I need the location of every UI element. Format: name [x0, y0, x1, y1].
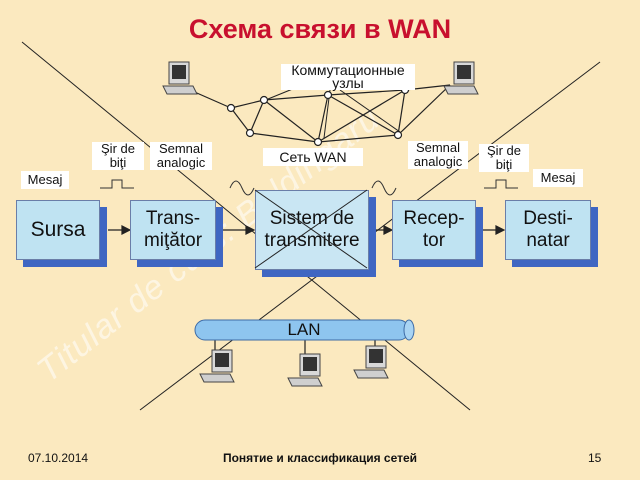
block-receptor: Recep- tor — [392, 200, 476, 260]
block-transmitator: Trans- miţător — [130, 200, 216, 260]
footer-center: Понятие и классификация сетей — [222, 451, 418, 465]
analog-wave-right — [371, 180, 397, 196]
analog-signal-label-left: Semnal analogic — [150, 142, 212, 170]
computer-icon-top-left — [162, 61, 198, 95]
mesaj-label-left: Mesaj — [21, 171, 69, 189]
footer-date: 07.10.2014 — [28, 451, 89, 465]
analog-wave-left — [229, 180, 255, 196]
footer-page-number: 15 — [588, 451, 602, 465]
lan-label: LAN — [287, 320, 321, 339]
bit-string-label-left: Şir de biţi — [92, 142, 144, 170]
bit-string-label-right: Şir de biţi — [479, 144, 529, 172]
switching-nodes-label: Коммутационные узлы — [281, 63, 415, 90]
computer-icon-lan-3 — [353, 345, 389, 379]
computer-icon-lan-2 — [287, 353, 323, 387]
block-sistem-transmitere: Sistem de transmitere — [255, 190, 369, 270]
block-destinatar: Desti- natar — [505, 200, 591, 260]
wan-mesh — [189, 84, 451, 143]
mesaj-label-right: Mesaj — [533, 169, 583, 187]
computer-icon-lan-1 — [199, 349, 235, 383]
node-label-arrows — [267, 85, 401, 139]
lan-bus — [194, 319, 415, 341]
analog-signal-label-right: Semnal analogic — [408, 141, 468, 169]
block-sursa: Sursa — [16, 200, 100, 260]
lan-drops — [214, 338, 376, 356]
wan-label: Сеть WAN — [263, 148, 363, 166]
computer-icon-top-right — [443, 61, 479, 95]
block-connectors — [108, 225, 506, 235]
slide-title: Схема связи в WAN — [188, 14, 452, 44]
bit-pulse-left — [100, 179, 134, 189]
bit-pulse-right — [484, 179, 518, 189]
